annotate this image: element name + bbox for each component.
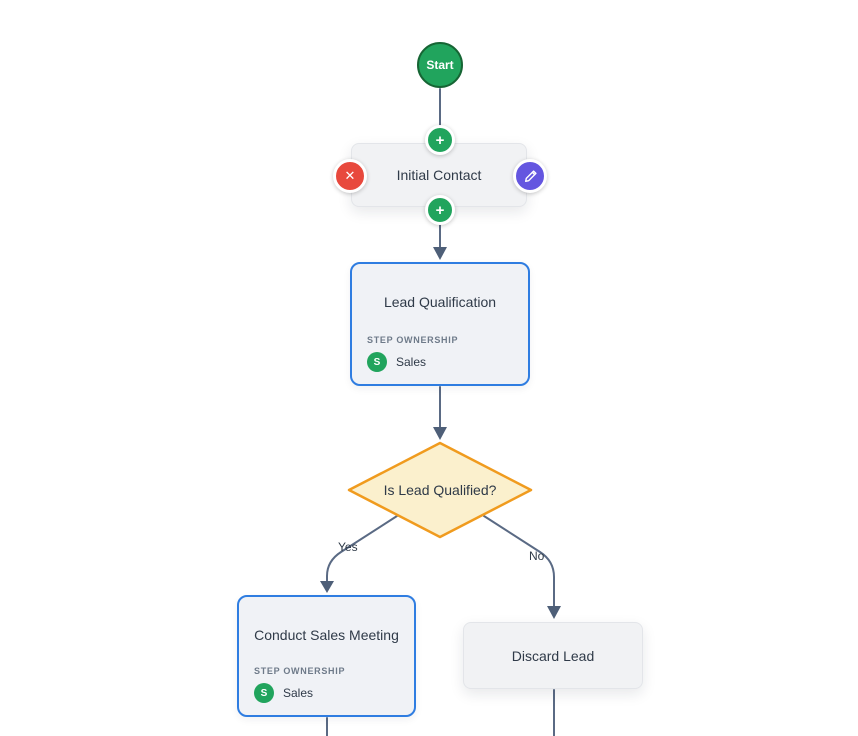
ownership-section: STEP OWNERSHIP S Sales — [352, 335, 528, 384]
decision-diamond-shape[interactable] — [347, 441, 533, 539]
arrowhead-conduct-meeting — [320, 581, 334, 593]
delete-step-button[interactable]: ✕ — [333, 159, 367, 193]
edge-label-no: No — [529, 549, 545, 563]
step-ownership-label: STEP OWNERSHIP — [367, 335, 459, 345]
lead-qualification-label: Lead Qualification — [383, 294, 497, 310]
arrowhead-discard-lead — [547, 606, 561, 619]
lead-qualification-node[interactable]: Lead Qualification STEP OWNERSHIP S Sale… — [350, 262, 530, 386]
step-ownership-label: STEP OWNERSHIP — [254, 666, 346, 676]
owner-avatar: S — [254, 683, 274, 703]
discard-lead-label: Discard Lead — [511, 647, 595, 664]
initial-contact-label: Initial Contact — [396, 167, 482, 183]
owner-name: Sales — [283, 686, 314, 700]
conduct-sales-meeting-label: Conduct Sales Meeting — [254, 627, 399, 643]
discard-lead-node[interactable]: Discard Lead — [463, 622, 643, 689]
owner-row: S Sales — [367, 352, 513, 372]
owner-row: S Sales — [254, 683, 399, 703]
add-step-above-button[interactable]: + — [425, 125, 455, 155]
ownership-section: STEP OWNERSHIP S Sales — [239, 666, 414, 715]
owner-name: Sales — [396, 355, 427, 369]
pencil-icon — [523, 169, 538, 184]
plus-icon: + — [435, 131, 445, 149]
owner-avatar: S — [367, 352, 387, 372]
connector-no-branch — [483, 515, 555, 608]
start-label: Start — [426, 58, 454, 72]
decision-node[interactable]: Is Lead Qualified? — [349, 443, 531, 537]
add-step-below-button[interactable]: + — [425, 195, 455, 225]
arrowhead-decision — [433, 427, 447, 440]
decision-label: Is Lead Qualified? — [383, 482, 497, 498]
edit-step-button[interactable] — [513, 159, 547, 193]
edge-label-yes: Yes — [338, 540, 358, 554]
start-node[interactable]: Start — [417, 42, 463, 88]
conduct-sales-meeting-node[interactable]: Conduct Sales Meeting STEP OWNERSHIP S S… — [237, 595, 416, 717]
plus-icon: + — [435, 201, 445, 219]
close-icon: ✕ — [344, 168, 356, 183]
arrowhead-lead-qualification — [433, 247, 447, 260]
connector-yes-branch — [326, 515, 398, 583]
